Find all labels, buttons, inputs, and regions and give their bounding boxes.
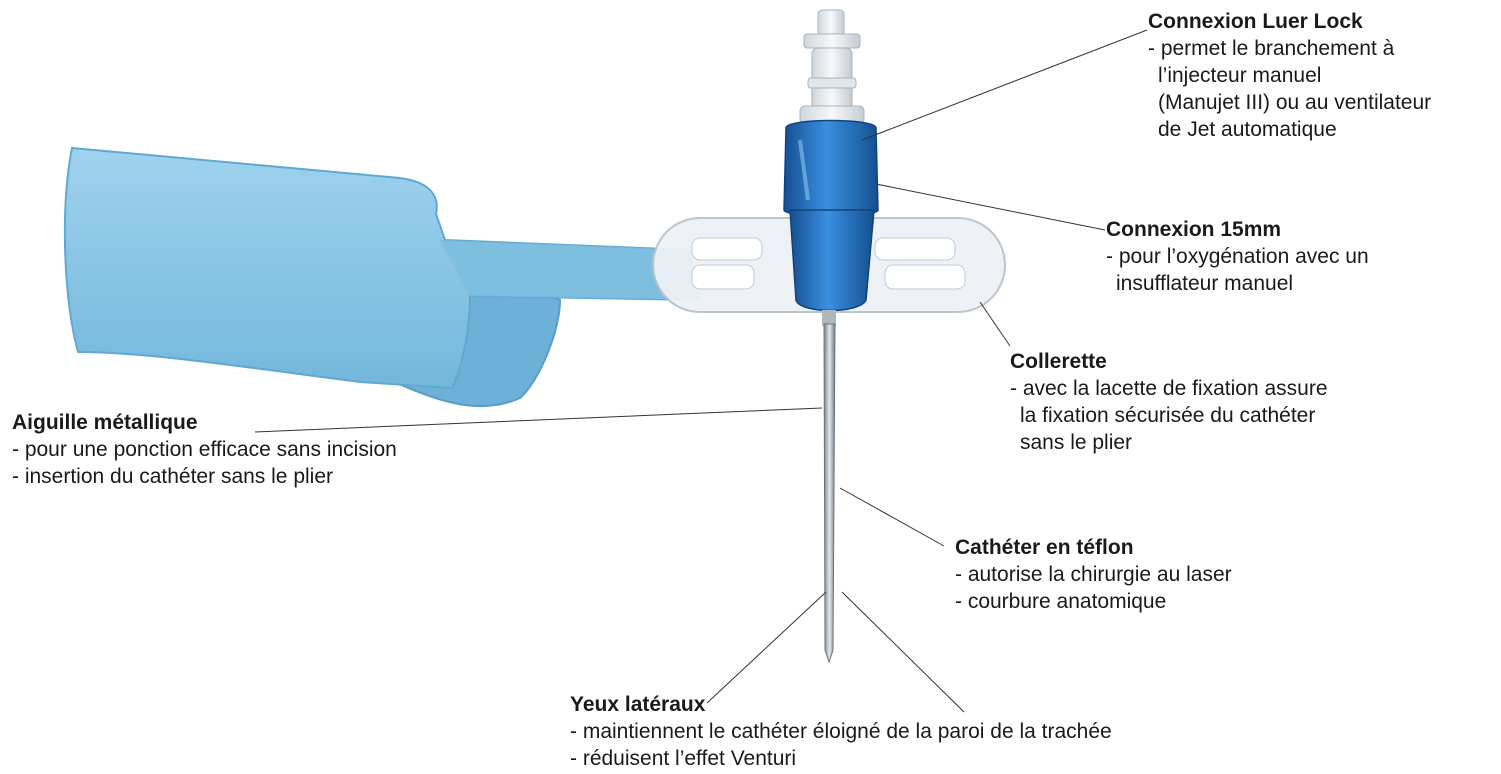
luer-lock-connector — [800, 10, 864, 124]
label-luer-lock-title: Connexion Luer Lock — [1148, 8, 1431, 35]
label-luer-lock-line: (Manujet III) ou au ventilateur — [1148, 89, 1431, 116]
label-collerette-line: - avec la lacette de fixation assure — [1010, 375, 1328, 402]
label-aiguille: Aiguille métallique - pour une ponction … — [12, 409, 397, 490]
label-luer-lock: Connexion Luer Lock - permet le branchem… — [1148, 8, 1431, 143]
label-collerette-line: sans le plier — [1010, 429, 1328, 456]
label-luer-lock-line: - permet le branchement à — [1148, 35, 1431, 62]
label-connexion-15mm-line: - pour l’oxygénation avec un — [1106, 243, 1369, 270]
label-catheter-line: - courbure anatomique — [955, 588, 1232, 615]
flange-slot-right — [875, 238, 955, 260]
leader-yeux-left — [707, 592, 826, 703]
label-catheter: Cathéter en téflon - autorise la chirurg… — [955, 534, 1232, 615]
label-aiguille-title: Aiguille métallique — [12, 409, 397, 436]
label-collerette-line: la fixation sécurisée du cathéter — [1010, 402, 1328, 429]
leader-luer — [862, 30, 1147, 140]
flange-slot-left — [692, 238, 762, 260]
fixation-strap — [65, 148, 700, 406]
label-connexion-15mm-title: Connexion 15mm — [1106, 216, 1369, 243]
label-yeux-lateraux: Yeux latéraux - maintiennent le cathéter… — [570, 691, 1112, 772]
label-catheter-title: Cathéter en téflon — [955, 534, 1232, 561]
label-yeux-lateraux-line: - réduisent l’effet Venturi — [570, 745, 1112, 772]
label-collerette-title: Collerette — [1010, 348, 1328, 375]
leader-collerette — [980, 302, 1010, 346]
flange-slot-right-lower — [885, 265, 965, 289]
label-aiguille-line: - insertion du cathéter sans le plier — [12, 463, 397, 490]
label-connexion-15mm: Connexion 15mm - pour l’oxygénation avec… — [1106, 216, 1369, 297]
leader-catheter — [840, 488, 944, 546]
label-connexion-15mm-line: insufflateur manuel — [1106, 270, 1369, 297]
label-yeux-lateraux-line: - maintiennent le cathéter éloigné de la… — [570, 718, 1112, 745]
label-luer-lock-line: l’injecteur manuel — [1148, 62, 1431, 89]
label-luer-lock-line: de Jet automatique — [1148, 116, 1431, 143]
hub-15mm — [784, 121, 878, 311]
label-catheter-line: - autorise la chirurgie au laser — [955, 561, 1232, 588]
needle — [822, 310, 836, 662]
flange-slot-left-lower — [692, 265, 754, 289]
label-yeux-lateraux-title: Yeux latéraux — [570, 691, 1112, 718]
label-aiguille-line: - pour une ponction efficace sans incisi… — [12, 436, 397, 463]
label-collerette: Collerette - avec la lacette de fixation… — [1010, 348, 1328, 456]
